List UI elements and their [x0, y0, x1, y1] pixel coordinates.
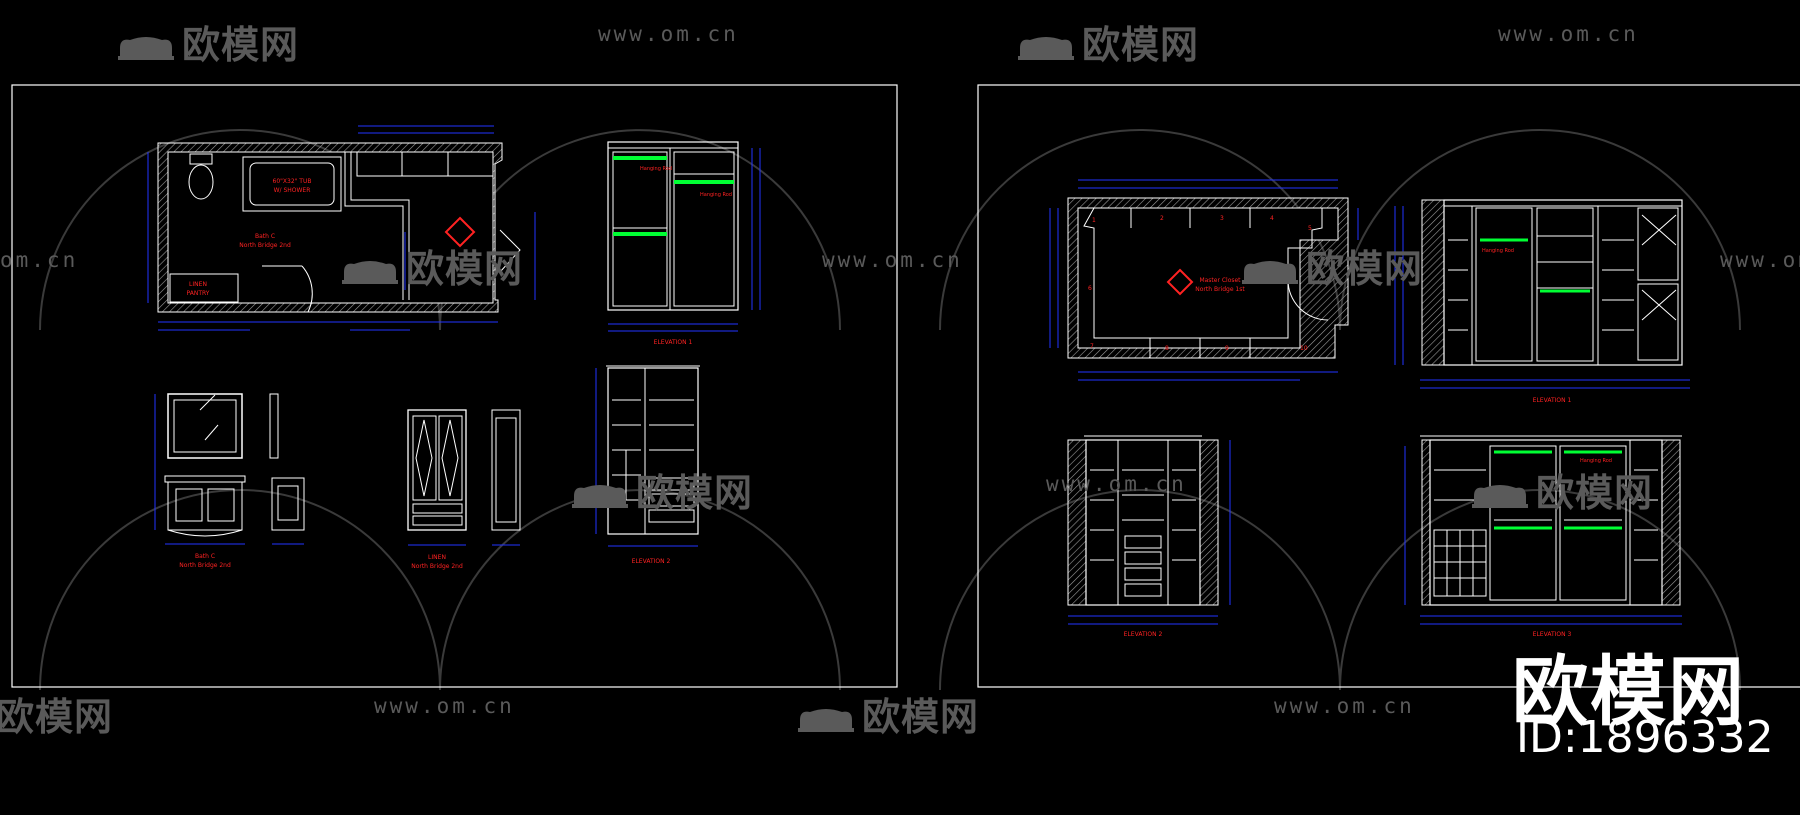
vanity-label-2: North Bridge 2nd — [179, 562, 231, 569]
closet-num-5: 5 — [1308, 225, 1312, 232]
closet-num-2: 2 — [1160, 215, 1164, 222]
right-rod-label-a: Hanging Rod — [1482, 248, 1514, 254]
right-elevation-1: Hanging Rod ELEVATION 1 — [1394, 199, 1690, 404]
bath-plan-label-2: North Bridge 2nd — [239, 242, 291, 249]
sofa-logo-icon — [118, 36, 174, 60]
closet-label-2: North Bridge 1st — [1195, 286, 1245, 293]
vanity-label-1: Bath C — [195, 553, 215, 560]
sofa-logo-icon — [342, 260, 398, 284]
vanity-elevation: Bath C North Bridge 2nd — [154, 393, 305, 569]
linen-cab-label-2: PANTRY — [187, 290, 210, 297]
closet-num-9: 9 — [1225, 345, 1229, 352]
sofa-logo-icon — [1242, 260, 1298, 284]
hanging-rod-label-b: Hanging Rod — [700, 192, 732, 198]
watermark-url-partial: om.cn — [0, 248, 79, 272]
right-elevation-2: ELEVATION 2 — [1067, 435, 1231, 638]
left-sheet-frame — [11, 84, 898, 688]
hanging-rod-label-a: Hanging Rod — [640, 166, 672, 172]
linen-cab-label-1: LINEN — [189, 281, 207, 288]
closet-num-8: 8 — [1165, 345, 1169, 352]
left-elevation-1-title: ELEVATION 1 — [654, 339, 693, 346]
watermark-url: www.om.cn — [822, 248, 963, 272]
tub-label-1: 60"X32" TUB — [273, 178, 312, 185]
closet-num-6: 6 — [1088, 285, 1092, 292]
closet-num-3: 3 — [1220, 215, 1224, 222]
bath-floor-plan: 60"X32" TUB W/ SHOWER LINEN PANTRY Bath … — [147, 125, 536, 331]
watermark-url: www.om.cn — [1274, 694, 1415, 718]
closet-label-1: Master Closet — [1199, 277, 1241, 284]
watermark-brand: 欧模网 — [340, 238, 523, 293]
right-rod-label-b: Hanging Rod — [1580, 458, 1612, 464]
watermark-url: www.om.cn — [1498, 22, 1639, 46]
watermark-url: www.om.cn — [374, 694, 515, 718]
right-elevation-1-title: ELEVATION 1 — [1533, 397, 1572, 404]
watermark-brand: 欧模网 — [116, 14, 299, 69]
left-elevation-1: Hanging Rod Hanging Rod ELEVATION 1 — [607, 141, 761, 346]
watermark-url: www.om.cn — [598, 22, 739, 46]
closet-num-4: 4 — [1270, 215, 1274, 222]
sofa-logo-icon — [1018, 36, 1074, 60]
watermark-brand: 欧模网 — [1240, 238, 1423, 293]
linen-cabinet-elevation: LINEN North Bridge 2nd — [407, 409, 521, 570]
sofa-logo-icon — [798, 708, 854, 732]
linen-label-2: North Bridge 2nd — [411, 563, 463, 570]
sofa-logo-icon — [572, 484, 628, 508]
watermark-brand: 欧模网 — [1470, 462, 1653, 517]
left-elevation-2-title: ELEVATION 2 — [632, 558, 671, 565]
right-elevation-2-title: ELEVATION 2 — [1124, 631, 1163, 638]
brand-badge-title: 欧模网 — [1512, 647, 1746, 736]
tub-label-2: W/ SHOWER — [274, 187, 311, 194]
bath-plan-label-1: Bath C — [255, 233, 275, 240]
closet-num-10: 10 — [1300, 345, 1308, 352]
right-sheet-frame — [977, 84, 1800, 688]
linen-label-1: LINEN — [428, 554, 446, 561]
right-elevation-3-title: ELEVATION 3 — [1533, 631, 1572, 638]
watermark-brand: 欧模网 — [796, 686, 979, 741]
brand-badge-id: ID:1896332 — [1516, 712, 1774, 763]
master-closet-plan: 1 2 3 4 5 6 7 8 9 10 Master Closet North… — [1049, 179, 1359, 381]
watermark-url: www.om.cn — [1046, 472, 1187, 496]
left-elevation-2: ELEVATION 2 — [595, 365, 700, 565]
closet-num-7: 7 — [1090, 343, 1094, 350]
closet-num-1: 1 — [1092, 217, 1096, 224]
watermark-brand: 欧模网 — [1016, 14, 1199, 69]
watermark-url-partial: www.om.cn — [1720, 248, 1800, 272]
right-elevation-3: Hanging Rod ELEVATION 3 — [1404, 435, 1682, 638]
sofa-logo-icon — [1472, 484, 1528, 508]
watermark-brand: 欧模网 — [570, 462, 753, 517]
watermark-brand: 欧模网 — [0, 695, 114, 739]
